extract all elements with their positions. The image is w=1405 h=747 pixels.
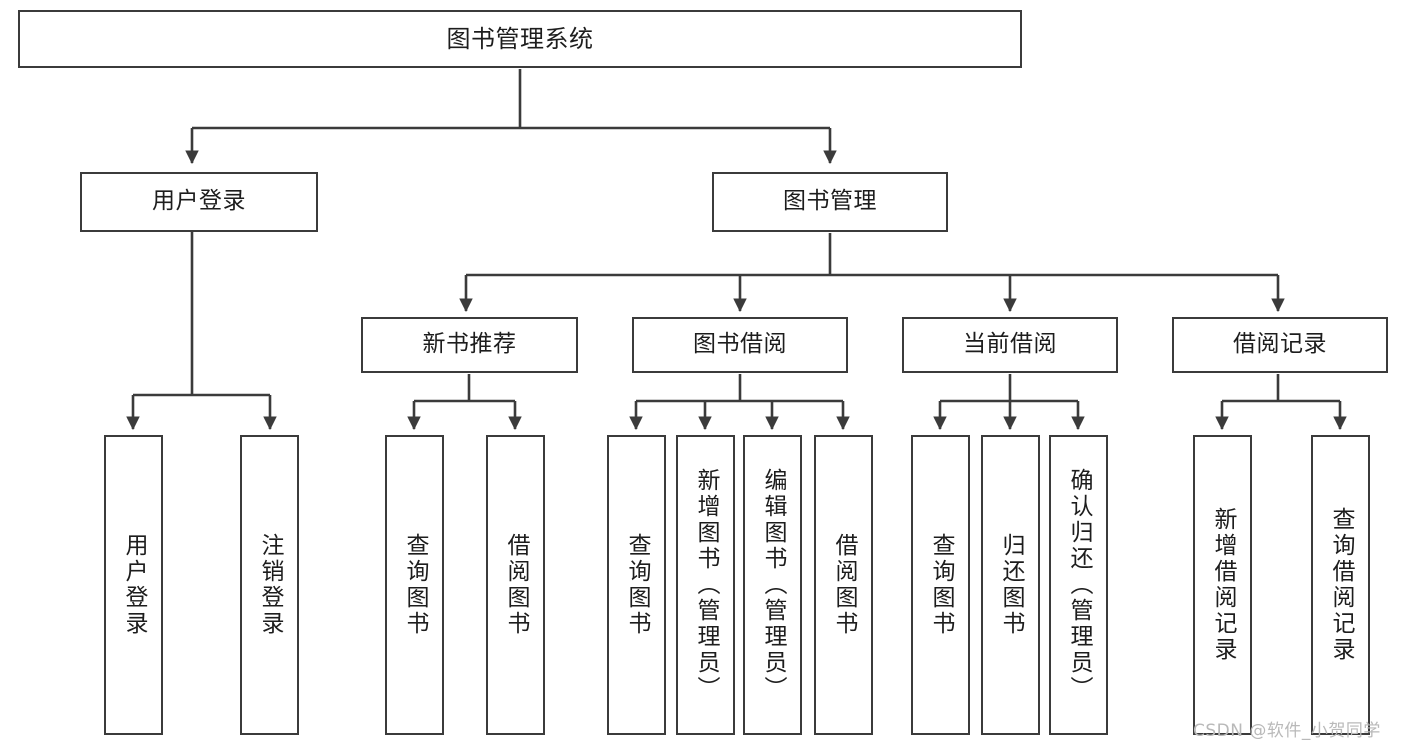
leaf-logout-login[interactable]: 注销登录: [240, 435, 299, 735]
leaf-query-borrow-record[interactable]: 查询借阅记录: [1311, 435, 1370, 735]
node-label: 归还图书: [998, 533, 1024, 637]
leaf-confirm-return[interactable]: 确认归还（管理员）: [1049, 435, 1108, 735]
leaf-return-book[interactable]: 归还图书: [981, 435, 1040, 735]
node-label: 查询图书: [928, 533, 954, 637]
node-label: 注销登录: [257, 533, 283, 637]
leaf-borrow-book[interactable]: 借阅图书: [814, 435, 873, 735]
node-book-management[interactable]: 图书管理: [712, 172, 948, 232]
leaf-query-book-borrow[interactable]: 查询图书: [607, 435, 666, 735]
node-root-system[interactable]: 图书管理系统: [18, 10, 1022, 68]
leaf-add-book[interactable]: 新增图书（管理员）: [676, 435, 735, 735]
node-user-login[interactable]: 用户登录: [80, 172, 318, 232]
node-label: 查询借阅记录: [1328, 507, 1354, 663]
node-label: 编辑图书（管理员）: [760, 468, 786, 702]
node-current-borrow[interactable]: 当前借阅: [902, 317, 1118, 373]
node-borrow-record[interactable]: 借阅记录: [1172, 317, 1388, 373]
node-label: 新增图书（管理员）: [693, 468, 719, 702]
leaf-edit-book[interactable]: 编辑图书（管理员）: [743, 435, 802, 735]
node-new-book-recommend[interactable]: 新书推荐: [361, 317, 578, 373]
node-label: 查询图书: [402, 533, 428, 637]
node-book-borrow[interactable]: 图书借阅: [632, 317, 848, 373]
node-label: 图书管理: [783, 188, 877, 215]
node-label: 图书管理系统: [446, 24, 594, 53]
node-label: 借阅图书: [831, 533, 857, 637]
csdn-watermark: CSDN @软件_小贺同学: [1193, 721, 1381, 741]
leaf-query-book-recommend[interactable]: 查询图书: [385, 435, 444, 735]
leaf-add-borrow-record[interactable]: 新增借阅记录: [1193, 435, 1252, 735]
node-label: 当前借阅: [963, 331, 1057, 358]
node-label: 用户登录: [152, 188, 246, 215]
node-label: 新书推荐: [422, 331, 517, 358]
leaf-user-login[interactable]: 用户登录: [104, 435, 163, 735]
node-label: 新增借阅记录: [1210, 507, 1236, 663]
leaf-borrow-book-recommend[interactable]: 借阅图书: [486, 435, 545, 735]
node-label: 借阅图书: [503, 533, 529, 637]
leaf-query-book-current[interactable]: 查询图书: [911, 435, 970, 735]
node-label: 查询图书: [624, 533, 650, 637]
node-label: 确认归还（管理员）: [1066, 468, 1092, 702]
node-label: 图书借阅: [693, 331, 787, 358]
node-label: 借阅记录: [1233, 331, 1327, 358]
node-label: 用户登录: [121, 533, 147, 637]
